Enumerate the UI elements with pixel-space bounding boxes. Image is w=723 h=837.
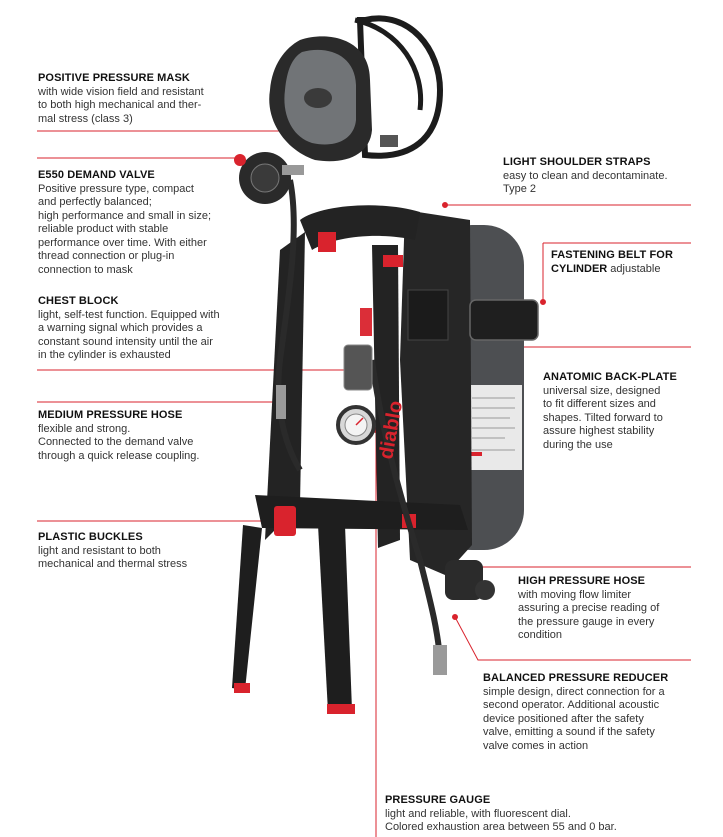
high-pressure-hose [369,359,443,661]
label-title: BALANCED PRESSURE REDUCER [483,672,669,684]
label-shoulder-straps: LIGHT SHOULDER STRAPS easy to clean and … [503,156,713,197]
label-title: E550 DEMAND VALVE [38,169,155,181]
label-suffix: adjustable [607,262,661,275]
label-title: PRESSURE GAUGE [385,794,491,806]
leader-lines [37,128,691,837]
label-body: simple design, direct connection for a s… [483,685,665,752]
label-body: easy to clean and decontaminate. Type 2 [503,169,668,196]
label-body: with moving flow limiter assuring a prec… [518,588,660,642]
label-pressure-reducer: BALANCED PRESSURE REDUCER simple design,… [483,672,718,753]
label-body: light and resistant to both mechanical a… [38,544,188,571]
label-body: universal size, designed to fit differen… [543,384,663,451]
label-title: MEDIUM PRESSURE HOSE [38,409,183,421]
cylinder-belt [469,299,539,341]
label-plastic-buckles: PLASTIC BUCKLES light and resistant to b… [38,531,268,572]
label-title: LIGHT SHOULDER STRAPS [503,156,651,168]
label-title: HIGH PRESSURE HOSE [518,575,646,587]
label-title: ANATOMIC BACK-PLATE [543,371,677,383]
waist-belt [232,495,468,712]
label-body: light, self-test function. Equipped with… [38,308,220,362]
label-body: with wide vision field and resistant to … [38,85,204,125]
label-demand-valve: E550 DEMAND VALVE Positive pressure type… [38,169,268,277]
leader-line-reducer [454,616,691,661]
label-body: Positive pressure type, compact and perf… [38,182,212,276]
label-positive-pressure-mask: POSITIVE PRESSURE MASK with wide vision … [38,72,268,126]
label-body: light and reliable, with fluorescent dia… [385,807,617,834]
demand-valve [234,152,304,204]
label-title: CHEST BLOCK [38,295,119,307]
chest-block [343,344,373,391]
label-title: POSITIVE PRESSURE MASK [38,72,190,84]
label-title: FASTENING BELT FOR [551,249,673,261]
label-chest-block: CHEST BLOCK light, self-test function. E… [38,295,298,363]
medium-pressure-hose [275,179,303,472]
label-medium-pressure-hose: MEDIUM PRESSURE HOSE flexible and strong… [38,409,268,463]
label-title: PLASTIC BUCKLES [38,531,143,543]
face-mask [269,15,444,162]
label-pressure-gauge: PRESSURE GAUGE light and reliable, with … [385,794,715,835]
label-fastening-belt: FASTENING BELT FOR CYLINDER adjustable [551,249,716,276]
pressure-reducer [445,560,495,600]
label-title-line2: CYLINDER [551,262,608,275]
label-high-pressure-hose: HIGH PRESSURE HOSE with moving flow limi… [518,575,713,643]
label-back-plate: ANATOMIC BACK-PLATE universal size, desi… [543,371,713,452]
label-body: flexible and strong. Connected to the de… [38,422,200,462]
buckle-left [274,506,296,536]
